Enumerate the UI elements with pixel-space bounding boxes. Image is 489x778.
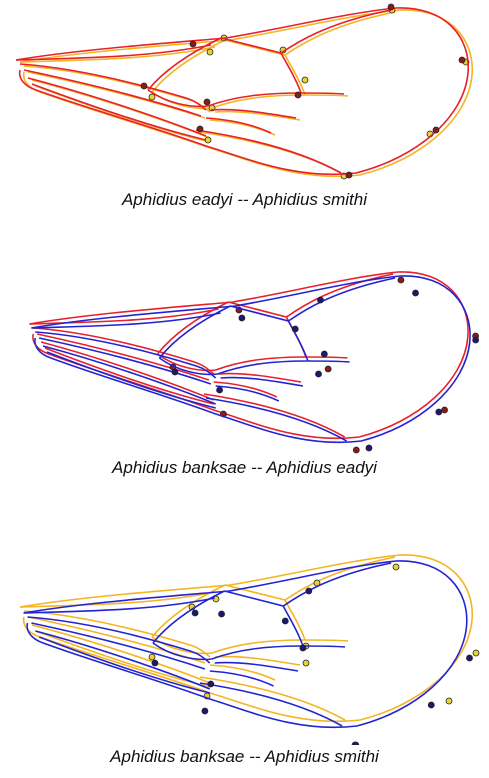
landmark-point: [428, 702, 434, 708]
wing-vein: [288, 321, 307, 361]
wing-vein: [221, 10, 391, 53]
landmark-point: [346, 172, 352, 178]
landmark-point: [393, 564, 399, 570]
landmark-point: [282, 618, 288, 624]
wing-vein: [301, 93, 344, 94]
landmark-point: [149, 654, 155, 660]
landmark-point: [208, 681, 214, 687]
landmark-point: [292, 326, 298, 332]
landmark-point: [433, 127, 439, 133]
panel-caption: Aphidius banksae -- Aphidius eadyi: [0, 458, 489, 478]
wing-vein: [305, 640, 348, 641]
landmark-point: [467, 655, 473, 661]
wing-outline: [16, 8, 468, 174]
landmark-point: [197, 126, 203, 132]
landmark-point: [295, 92, 301, 98]
wing-vein: [32, 80, 210, 138]
landmark-point: [473, 650, 479, 656]
panel-caption: Aphidius banksae -- Aphidius smithi: [0, 747, 489, 767]
wing-vein: [230, 278, 395, 321]
comparison-panel-eadyi-smithi: Aphidius eadyi -- Aphidius smithi: [0, 0, 489, 222]
wing-vein: [200, 132, 345, 175]
panel-caption: Aphidius eadyi -- Aphidius smithi: [0, 190, 489, 210]
wing-vein: [285, 55, 305, 95]
landmark-point: [190, 41, 196, 47]
wing-vein: [215, 657, 300, 665]
wing-vein: [305, 95, 348, 96]
landmark-point: [442, 407, 448, 413]
landmark-point: [303, 660, 309, 666]
landmark-point: [317, 297, 323, 303]
wing-vein: [43, 346, 216, 404]
wing-vein: [37, 334, 209, 380]
landmark-point: [152, 660, 158, 666]
wing-overlay-diagram: [0, 262, 489, 458]
landmark-point: [446, 698, 452, 704]
wing-vein: [200, 683, 342, 726]
wing-vein: [212, 95, 305, 108]
landmark-point: [398, 277, 404, 283]
landmark-point: [413, 290, 419, 296]
wing-margin: [29, 272, 468, 438]
landmark-point: [316, 371, 322, 377]
landmark-point: [325, 366, 331, 372]
landmark-point: [306, 588, 312, 594]
wing-vein: [281, 53, 301, 93]
wing-vein: [306, 357, 348, 358]
landmark-point: [459, 57, 465, 63]
wing-vein: [210, 120, 275, 135]
wing-margin: [20, 555, 472, 721]
landmark-point: [202, 708, 208, 714]
landmark-point: [302, 77, 308, 83]
landmark-point: [239, 315, 245, 321]
landmark-point: [141, 83, 147, 89]
landmark-point: [204, 99, 210, 105]
wing-vein: [218, 361, 308, 374]
landmark-point: [473, 337, 479, 343]
landmark-point: [366, 445, 372, 451]
landmark-point: [300, 645, 306, 651]
landmark-point: [321, 351, 327, 357]
comparison-panel-banksae-eadyi: Aphidius banksae -- Aphidius eadyi: [0, 262, 489, 502]
wing-vein: [32, 625, 210, 683]
wing-outline: [29, 272, 468, 438]
wing-overlay-diagram: [0, 0, 489, 190]
landmark-point: [436, 409, 442, 415]
landmark-point: [353, 447, 359, 453]
wing-outline: [20, 555, 472, 721]
wing-vein: [308, 361, 350, 362]
landmark-point: [353, 742, 359, 745]
landmark-point: [192, 610, 198, 616]
wing-vein: [206, 398, 347, 441]
landmark-point: [217, 387, 223, 393]
landmark-point: [388, 4, 394, 10]
landmark-point: [219, 611, 225, 617]
landmark-point: [172, 369, 178, 375]
wing-margin: [16, 8, 468, 174]
wing-vein: [225, 563, 392, 606]
wing-overlay-diagram: [0, 545, 489, 745]
landmark-point: [207, 49, 213, 55]
comparison-panel-banksae-smithi: Aphidius banksae -- Aphidius smithi: [0, 545, 489, 778]
